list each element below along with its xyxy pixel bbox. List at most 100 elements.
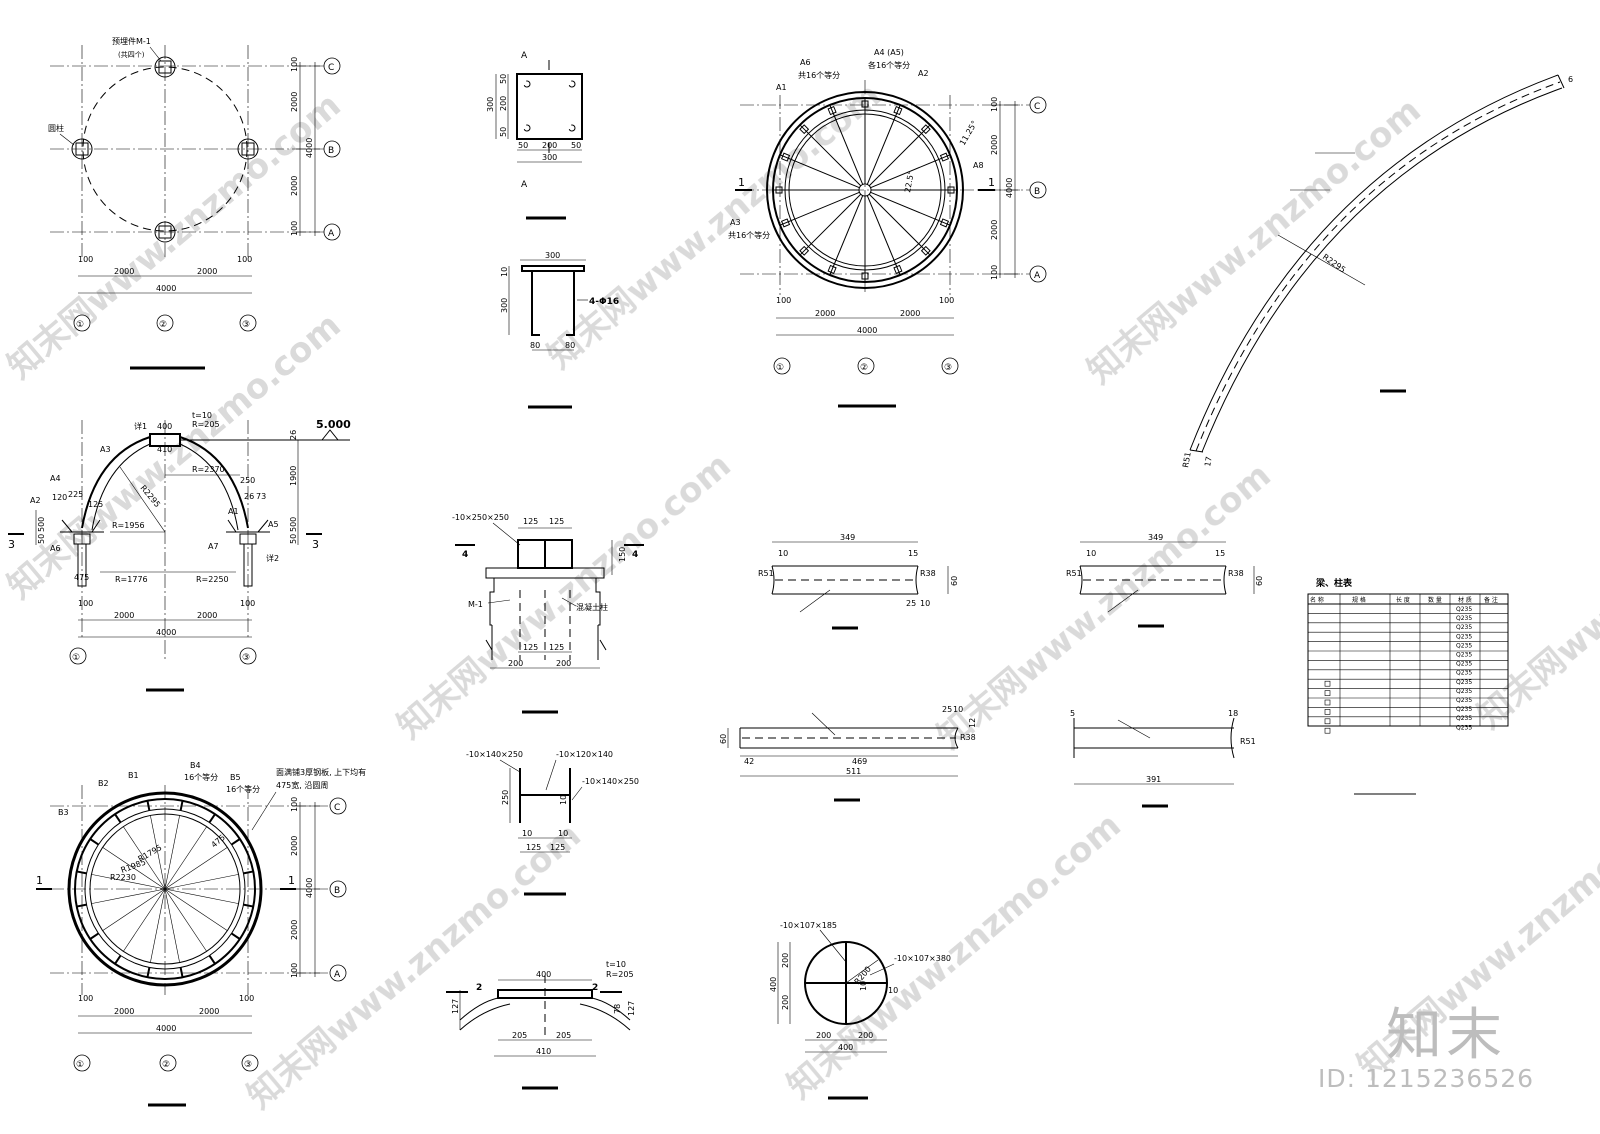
bolt-label: 4-Φ16 xyxy=(589,297,619,307)
dim-text: 100 xyxy=(290,797,299,812)
embed-note: (共四个) xyxy=(118,50,145,59)
axis-bubble-1: ① xyxy=(76,1060,84,1070)
plan-columns-view: 预埋件M-1 (共四个) 圆柱 100 2000 4000 2000 100 C… xyxy=(48,36,341,370)
ring-spoke xyxy=(123,826,166,890)
dim-text: 10 xyxy=(559,795,568,805)
dim-text: 100 xyxy=(240,599,255,608)
member-label: B2 xyxy=(98,779,109,788)
spoke-bracket xyxy=(799,124,810,135)
dim-text: 200 xyxy=(556,659,571,668)
plate-spec: -10×107×380 xyxy=(894,954,951,963)
dim-text: 78 xyxy=(613,1004,622,1014)
column-marker xyxy=(154,221,176,243)
dim-text: 410 xyxy=(157,445,172,454)
dim-text: 125 xyxy=(88,500,103,509)
dim-text: R51 xyxy=(1181,451,1193,468)
ring-spokes xyxy=(76,800,254,978)
dim-text: 200 xyxy=(781,995,790,1010)
spoke xyxy=(799,124,862,187)
dim-text: 50 xyxy=(289,534,298,544)
angle-label: 11.25° xyxy=(958,119,979,147)
dim-text: 391 xyxy=(1146,775,1161,784)
dim-text: 200 xyxy=(781,953,790,968)
brand-watermark: 知末 xyxy=(1386,1003,1506,1068)
dim-text: 2000 xyxy=(990,135,999,155)
member-label: B3 xyxy=(58,808,69,817)
table-grid xyxy=(1308,594,1508,734)
dim-text: 10 xyxy=(778,549,788,558)
table-box-icon xyxy=(1324,699,1331,706)
spoke-bracket xyxy=(861,272,869,280)
h-section-detail-view: -10×140×250 -10×120×140 -10×140×250 250 … xyxy=(466,750,639,896)
member-label: A1 xyxy=(228,507,239,516)
dim-text: 100 xyxy=(78,599,93,608)
spoke xyxy=(866,104,901,185)
dim-text: 200 xyxy=(858,1031,873,1040)
axis-bubble-3: ③ xyxy=(944,363,952,373)
section-cut-mark: 2 xyxy=(476,983,482,993)
spoke xyxy=(866,195,901,276)
dim-text: 2000 xyxy=(900,309,920,318)
section-cut-mark: 1 xyxy=(738,176,745,189)
dim-text: 26 xyxy=(244,492,254,501)
dim-text: 410 xyxy=(536,1047,551,1056)
column-marker xyxy=(237,138,259,160)
member-label: A3 xyxy=(730,218,741,227)
ring-spoke xyxy=(164,888,228,931)
spoke xyxy=(868,124,931,187)
axis-bubble-3: ③ xyxy=(244,1060,252,1070)
beam-column-table: 梁、柱表 名 称 规 格 长 度 数 量 材 质 备 注 Q235Q235Q23… xyxy=(1307,577,1509,795)
axis-bubble-b: B xyxy=(334,886,340,896)
dim-text: 2000 xyxy=(197,267,217,276)
radius-label: R51 xyxy=(1066,569,1082,578)
table-title: 梁、柱表 xyxy=(1315,577,1353,589)
dim-text: 26 xyxy=(289,430,298,440)
spoke xyxy=(868,193,931,256)
table-header: 数 量 xyxy=(1428,596,1442,604)
dim-text: 4000 xyxy=(305,878,314,898)
dim-text: 511 xyxy=(846,767,861,776)
dim-text: 4000 xyxy=(156,284,176,293)
dim-text: 349 xyxy=(840,533,855,542)
ring-rib xyxy=(179,800,184,811)
member-label: A2 xyxy=(30,496,41,505)
table-box-icon xyxy=(1324,680,1331,687)
ring-spoke xyxy=(102,847,166,890)
spoke-bracket xyxy=(939,218,950,228)
dim-text: t=10 xyxy=(606,960,626,969)
axis-bubble-a: A xyxy=(334,970,341,980)
dim-text: 500 xyxy=(289,517,298,532)
section-cut-mark: 4 xyxy=(632,550,638,560)
member-label: B5 xyxy=(230,773,241,782)
ring-spoke xyxy=(150,815,166,890)
ring-spoke xyxy=(164,847,228,890)
ring-rib xyxy=(146,800,151,811)
dim-text: 100 xyxy=(239,994,254,1003)
plate-spec: -10×140×250 xyxy=(582,777,639,786)
dim-text: 250 xyxy=(240,476,255,485)
dim-text: 10 xyxy=(500,267,509,277)
table-box-icon xyxy=(1324,727,1331,734)
ring-spoke xyxy=(102,888,166,931)
dim-text: 125 xyxy=(549,517,564,526)
dim-text: R=205 xyxy=(606,970,634,979)
dim-text: 250 xyxy=(501,790,510,805)
dim-text: 100 xyxy=(990,97,999,112)
ring-rib xyxy=(114,954,122,965)
axis-bubble-3: ③ xyxy=(242,320,250,330)
dim-text: 17 xyxy=(1203,456,1214,468)
ring-rib xyxy=(146,967,151,978)
axis-bubble-3: ③ xyxy=(242,653,250,663)
round-plate-detail-view: -10×107×185 R200 -10×107×380 10 10 200 4… xyxy=(769,921,951,1100)
dim-text: 300 xyxy=(545,251,560,260)
dim-text: 50 xyxy=(37,534,46,544)
dim-text: 2000 xyxy=(990,220,999,240)
table-cell-material: Q235 xyxy=(1456,697,1472,704)
ring-spoke xyxy=(164,888,207,952)
dim-text: 2000 xyxy=(290,92,299,112)
axis-bubble-b: B xyxy=(328,146,334,156)
member-detail-4-view: 5 18 R51 391 xyxy=(1070,709,1256,808)
radius-label: R2230 xyxy=(110,873,136,882)
dim-text: 205 xyxy=(512,1031,527,1040)
